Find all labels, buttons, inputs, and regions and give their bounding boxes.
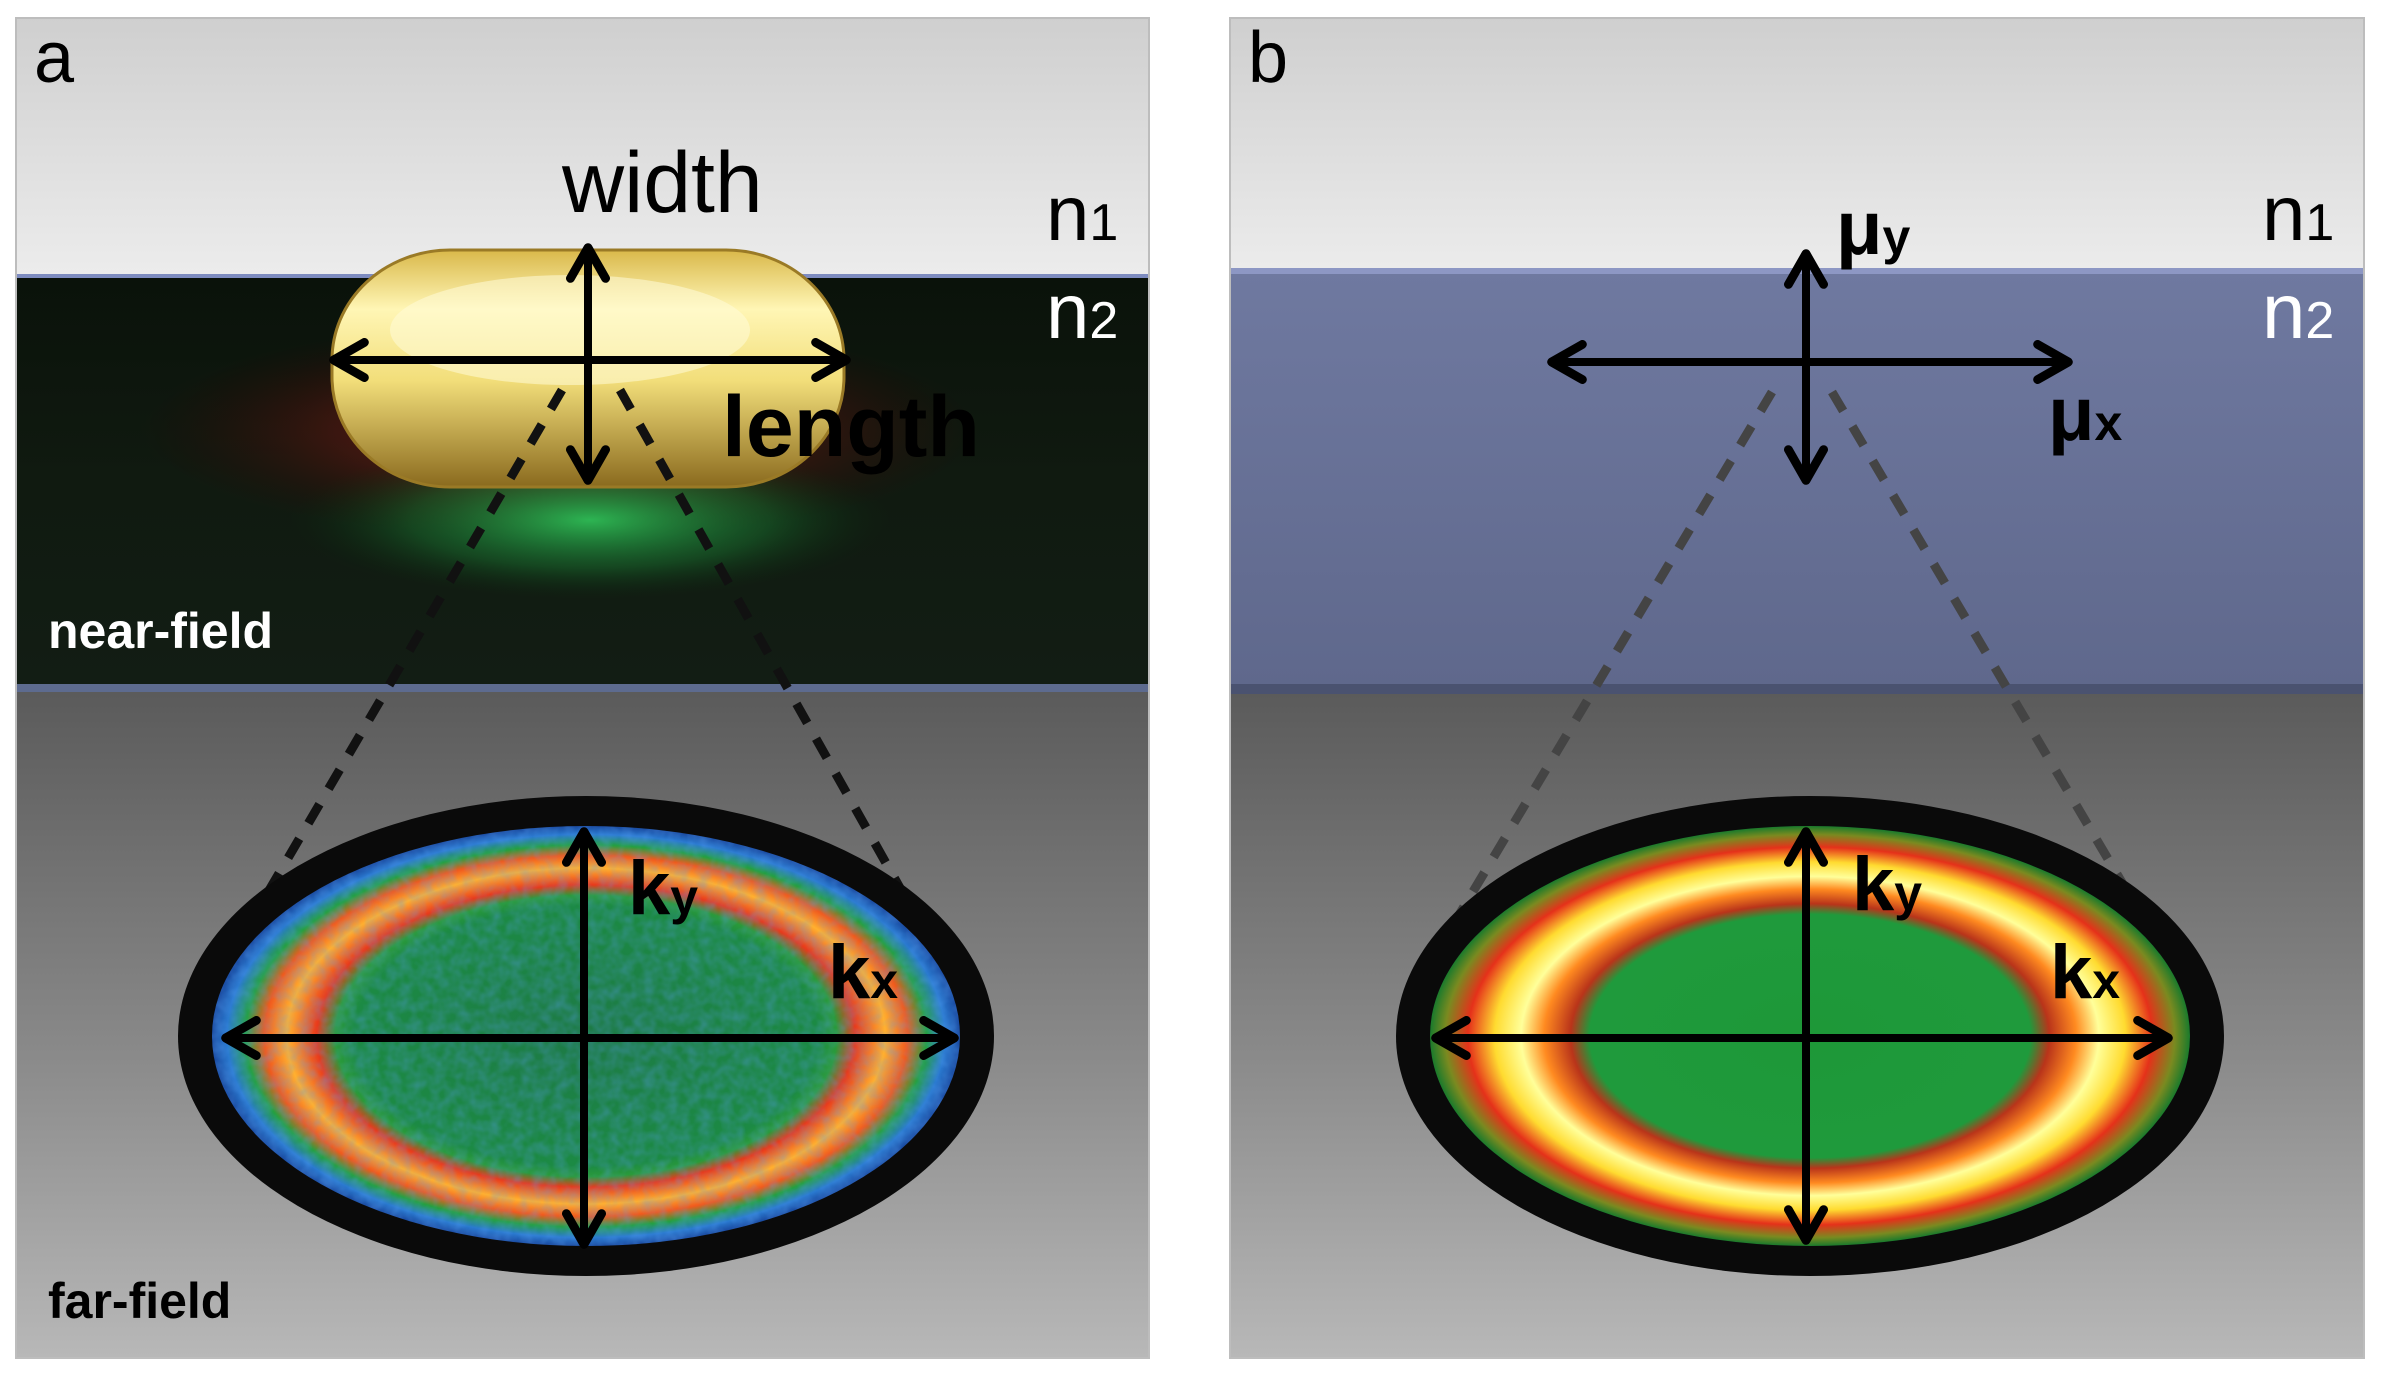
width-label: width	[561, 135, 763, 231]
projection-line-right-b	[1828, 389, 2154, 933]
n1-label-a: n1	[1046, 169, 1118, 257]
panel-b-border	[1229, 17, 2365, 1359]
dipole-layer	[1230, 270, 2364, 687]
top-medium-a	[16, 18, 1149, 275]
projection-line-right-a	[616, 387, 922, 923]
panel-a-border	[15, 17, 1150, 1359]
nanorod-highlight	[390, 275, 750, 385]
ky-label-a: ky	[628, 846, 698, 931]
near-field-label: near-field	[48, 603, 273, 659]
panel-letter-b: b	[1248, 18, 1288, 98]
panel-a: a width length n1 n2 near-field far-fiel…	[16, 18, 1149, 1358]
n2-label-a: n2	[1046, 267, 1118, 355]
far-field-label: far-field	[48, 1273, 231, 1329]
ky-label-b: ky	[1852, 842, 1922, 927]
mu-x-label: μx	[2048, 372, 2123, 457]
length-label: length	[722, 379, 980, 475]
panel-b: b n1 n2 μy μx ky kx	[1230, 18, 2364, 1358]
n2-label-b: n2	[2262, 267, 2334, 355]
n1-label-b: n1	[2262, 169, 2334, 257]
kx-label-a: kx	[828, 930, 898, 1015]
panel-letter-a: a	[34, 18, 75, 98]
projection-line-left-b	[1440, 389, 1776, 943]
top-medium-b	[1230, 18, 2364, 275]
kx-label-b: kx	[2050, 930, 2120, 1015]
projection-line-left-a	[236, 387, 566, 943]
mu-y-label: μy	[1836, 186, 1911, 271]
